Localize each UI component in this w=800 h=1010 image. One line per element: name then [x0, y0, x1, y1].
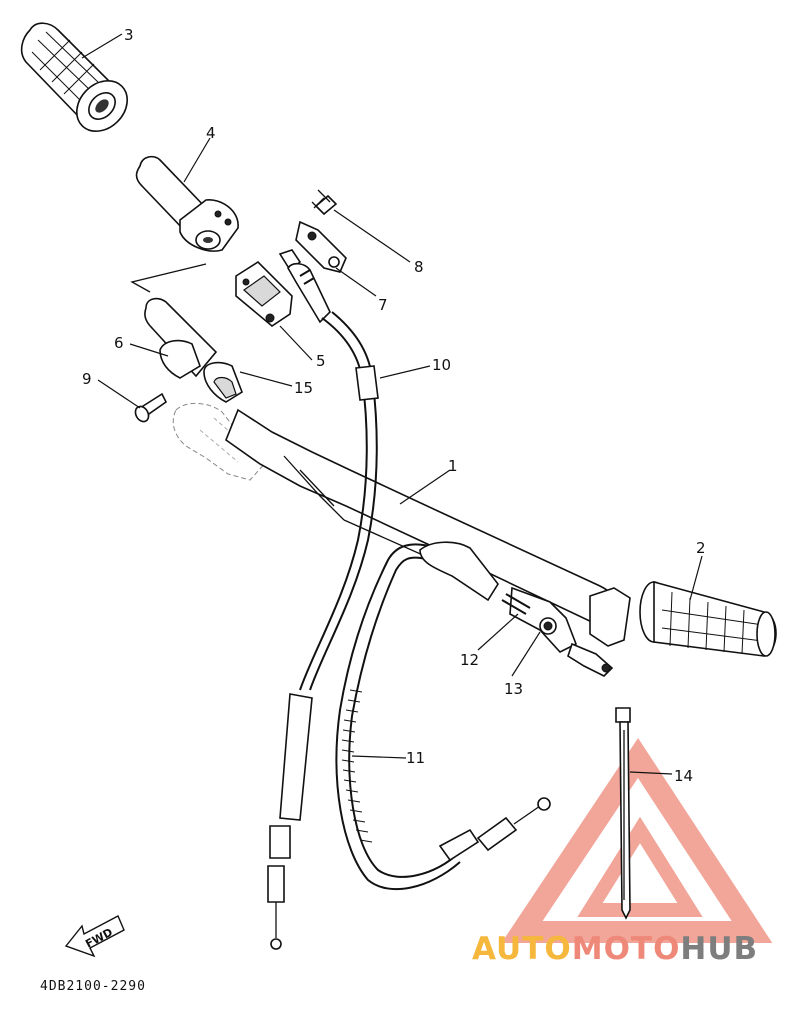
part-labels: 1 2 3 4 5 6 7 8 9 10 11 12 13 14 15 [82, 26, 706, 785]
throttle-housing-part [235, 260, 293, 327]
bolt-part [134, 392, 168, 423]
grip-right-part [639, 580, 777, 657]
brand-text-moto: MOTO [572, 931, 681, 967]
screw-part [311, 189, 338, 216]
label-part-7: 7 [378, 296, 388, 314]
label-part-13: 13 [504, 680, 523, 698]
cable-tie-part [615, 707, 631, 920]
leader-lines [81, 33, 703, 775]
clutch-cable-part [335, 541, 551, 891]
label-part-5: 5 [316, 352, 326, 370]
label-part-1: 1 [448, 457, 458, 475]
label-part-8: 8 [414, 258, 424, 276]
forward-arrow-icon: FWD [64, 915, 125, 958]
throttle-cable-part [267, 311, 379, 950]
svg-text:AUTOMOTOHUB: AUTOMOTOHUB [472, 931, 758, 967]
throttle-cable-end [278, 249, 331, 324]
handlebar-part [225, 408, 631, 647]
label-part-4: 4 [206, 124, 216, 142]
label-part-9: 9 [82, 370, 92, 388]
grip-left-part [20, 22, 128, 132]
cable-adjuster-part [295, 220, 347, 273]
label-part-2: 2 [696, 539, 706, 557]
label-part-15: 15 [294, 379, 313, 397]
label-part-11: 11 [406, 749, 425, 767]
label-part-10: 10 [432, 356, 451, 374]
label-part-6: 6 [114, 334, 124, 352]
diagram-code: 4DB2100-2290 [40, 979, 146, 994]
lever-bracket-part [501, 586, 614, 677]
throttle-grip-part [135, 155, 239, 252]
label-part-3: 3 [124, 26, 134, 44]
brand-text-hub: HUB [680, 931, 758, 967]
brand-text-auto: AUTO [472, 931, 572, 967]
throttle-housing-lower [144, 297, 243, 403]
label-part-14: 14 [674, 767, 693, 785]
watermark-logo [501, 738, 773, 943]
watermark-brand: AUTOMOTOHUB [472, 931, 758, 967]
label-part-12: 12 [460, 651, 479, 669]
